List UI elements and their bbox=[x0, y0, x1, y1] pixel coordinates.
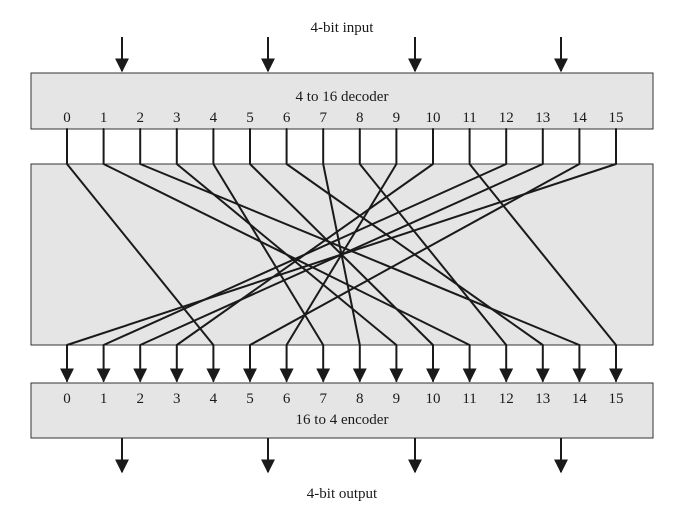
decoder-output-2: 2 bbox=[136, 110, 144, 126]
wire-15-to-0 bbox=[60, 128, 617, 383]
decoder-output-14: 14 bbox=[572, 110, 588, 126]
encoder-input-8: 8 bbox=[356, 391, 364, 407]
wire-3-to-9 bbox=[175, 128, 404, 383]
encoder-input-2: 2 bbox=[136, 391, 144, 407]
input-arrows bbox=[115, 37, 568, 73]
decoder-output-11: 11 bbox=[462, 110, 476, 126]
encoder-input-10: 10 bbox=[426, 391, 441, 407]
encoder-input-6: 6 bbox=[283, 391, 291, 407]
decoder-output-9: 9 bbox=[393, 110, 401, 126]
wire-8-to-12 bbox=[358, 128, 514, 383]
decoder-box bbox=[30, 72, 654, 130]
encoder-input-3: 3 bbox=[173, 391, 181, 407]
decoder-output-15: 15 bbox=[609, 110, 624, 126]
encoder-box bbox=[30, 382, 654, 439]
decoder-output-5: 5 bbox=[246, 110, 254, 126]
encoder-input-13: 13 bbox=[535, 391, 550, 407]
encoder-input-1: 1 bbox=[100, 391, 108, 407]
wire-4-to-7 bbox=[212, 128, 331, 383]
encoder-input-7: 7 bbox=[319, 391, 327, 407]
encoder-label: 16 to 4 encoder bbox=[296, 412, 389, 428]
decoder-output-8: 8 bbox=[356, 110, 364, 126]
encoder-input-15: 15 bbox=[609, 391, 624, 407]
decoder-output-10: 10 bbox=[426, 110, 441, 126]
wire-2-to-14 bbox=[139, 128, 587, 383]
encoder-input-12: 12 bbox=[499, 391, 514, 407]
encoder-input-14: 14 bbox=[572, 391, 588, 407]
encoder-input-0: 0 bbox=[63, 391, 71, 407]
decoder-output-12: 12 bbox=[499, 110, 514, 126]
decoder-output-6: 6 bbox=[283, 110, 291, 126]
decoder-output-4: 4 bbox=[210, 110, 218, 126]
decoder-output-3: 3 bbox=[173, 110, 181, 126]
output-arrows bbox=[115, 438, 568, 474]
output-label: 4-bit output bbox=[307, 486, 378, 502]
wire-0-to-4 bbox=[66, 128, 221, 383]
wire-11-to-15 bbox=[468, 128, 623, 383]
decoder-output-13: 13 bbox=[535, 110, 550, 126]
permutation-wires bbox=[60, 128, 623, 383]
decoder-output-0: 0 bbox=[63, 110, 71, 126]
encoder-input-9: 9 bbox=[393, 391, 401, 407]
decoder-output-7: 7 bbox=[319, 110, 327, 126]
input-label: 4-bit input bbox=[311, 20, 375, 36]
wire-12-to-1 bbox=[96, 128, 508, 383]
encoder-input-11: 11 bbox=[462, 391, 476, 407]
decoder-label: 4 to 16 decoder bbox=[296, 89, 389, 105]
wire-14-to-5 bbox=[243, 128, 581, 383]
encoder-input-4: 4 bbox=[210, 391, 218, 407]
encoder-input-5: 5 bbox=[246, 391, 254, 407]
decoder-output-1: 1 bbox=[100, 110, 108, 126]
